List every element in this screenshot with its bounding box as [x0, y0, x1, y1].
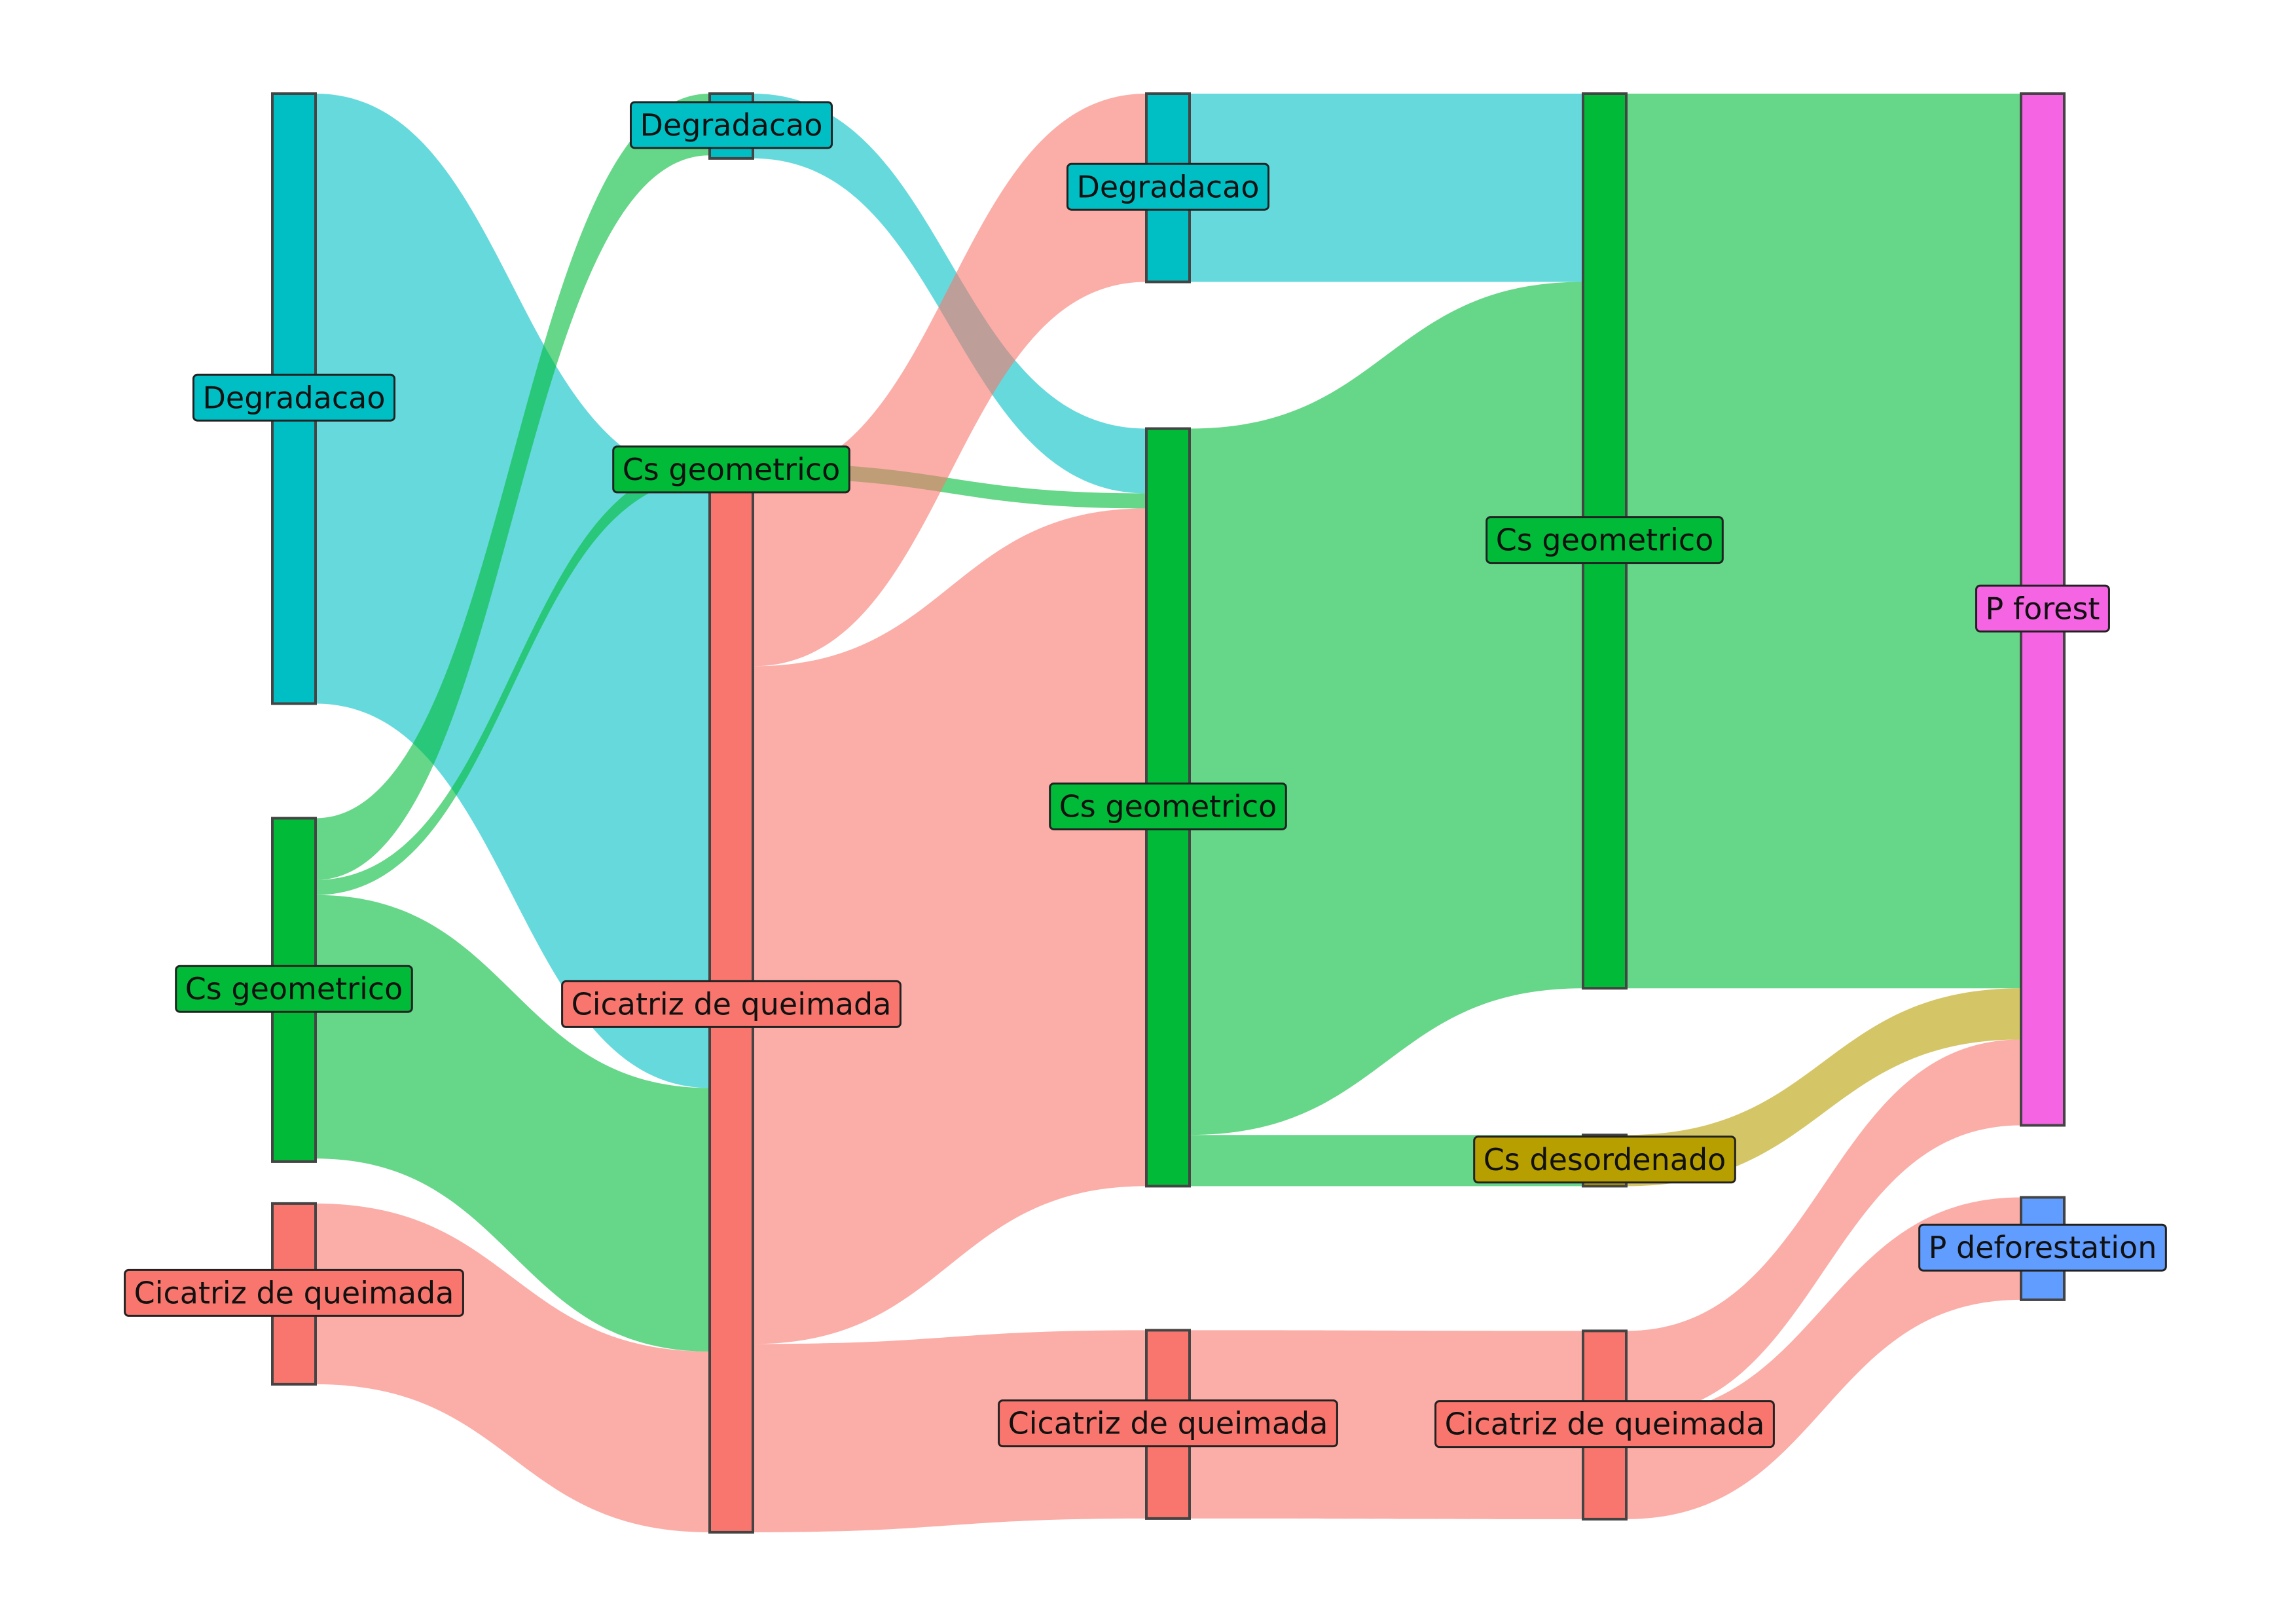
node-label-box — [561, 980, 902, 1028]
node-label-box — [1066, 162, 1270, 211]
node-label: Degradacao — [629, 101, 833, 149]
node-label: Cicatriz de queimada — [998, 1399, 1338, 1448]
node-label-box — [1918, 1223, 2167, 1272]
node-label-text: Degradacao — [640, 107, 822, 143]
node-label: Cicatriz de queimada — [561, 980, 902, 1028]
node-label-text: Cs geometrico — [1059, 788, 1277, 824]
node-label-box — [124, 1268, 464, 1317]
node-label: Cs geometrico — [175, 965, 413, 1013]
flow-link — [316, 94, 710, 880]
node-label-box — [998, 1399, 1338, 1448]
node-label: P forest — [1975, 584, 2110, 633]
node-label-text: Cs geometrico — [185, 971, 403, 1006]
flow-link — [753, 1330, 1146, 1532]
node-label: Cicatriz de queimada — [124, 1268, 464, 1317]
flow-link — [1626, 94, 2021, 989]
node-label-text: Degradacao — [202, 380, 385, 415]
node-label-box — [1434, 1400, 1775, 1449]
node-label-box — [1473, 1135, 1736, 1184]
node-label: Cs geometrico — [612, 445, 850, 494]
node-label-text: Degradacao — [1076, 169, 1259, 204]
node-label-box — [1485, 516, 1724, 564]
links-layer — [316, 94, 2021, 1532]
node-label-box — [629, 101, 833, 149]
node-label-box — [1049, 782, 1287, 830]
flow-link — [753, 508, 1146, 1344]
node-label: Degradacao — [192, 373, 396, 422]
node-label-text: P deforestation — [1929, 1230, 2157, 1265]
node-label-text: Cs desordenado — [1484, 1142, 1726, 1177]
flow-link — [316, 895, 710, 1352]
node-label: Cs desordenado — [1473, 1135, 1736, 1184]
flow-link — [316, 94, 710, 1088]
flow-link — [1190, 94, 1583, 282]
node-label-text: Cicatriz de queimada — [1008, 1406, 1328, 1441]
node-label-box — [175, 965, 413, 1013]
node-label: Cs geometrico — [1049, 782, 1287, 830]
node-label-text: Cicatriz de queimada — [572, 986, 892, 1022]
node-label: Cicatriz de queimada — [1434, 1400, 1775, 1449]
node-label-text: Cicatriz de queimada — [134, 1275, 454, 1310]
flow-link — [316, 462, 710, 895]
flow-link — [1190, 282, 1583, 1135]
node-label-box — [192, 373, 396, 422]
flow-link — [1190, 1330, 1583, 1519]
node-label-text: P forest — [1986, 591, 2100, 626]
node-label-text: Cicatriz de queimada — [1445, 1407, 1765, 1442]
node-label: Degradacao — [1066, 162, 1270, 211]
flow-link — [753, 94, 1146, 667]
node-label-box — [1975, 584, 2110, 633]
flow-link — [1626, 1039, 2021, 1417]
node-label: P deforestation — [1918, 1223, 2167, 1272]
node-label-text: Cs geometrico — [623, 452, 841, 487]
node-label-text: Cs geometrico — [1496, 523, 1714, 558]
node-label: Cs geometrico — [1485, 516, 1724, 564]
node-label-box — [612, 445, 850, 494]
